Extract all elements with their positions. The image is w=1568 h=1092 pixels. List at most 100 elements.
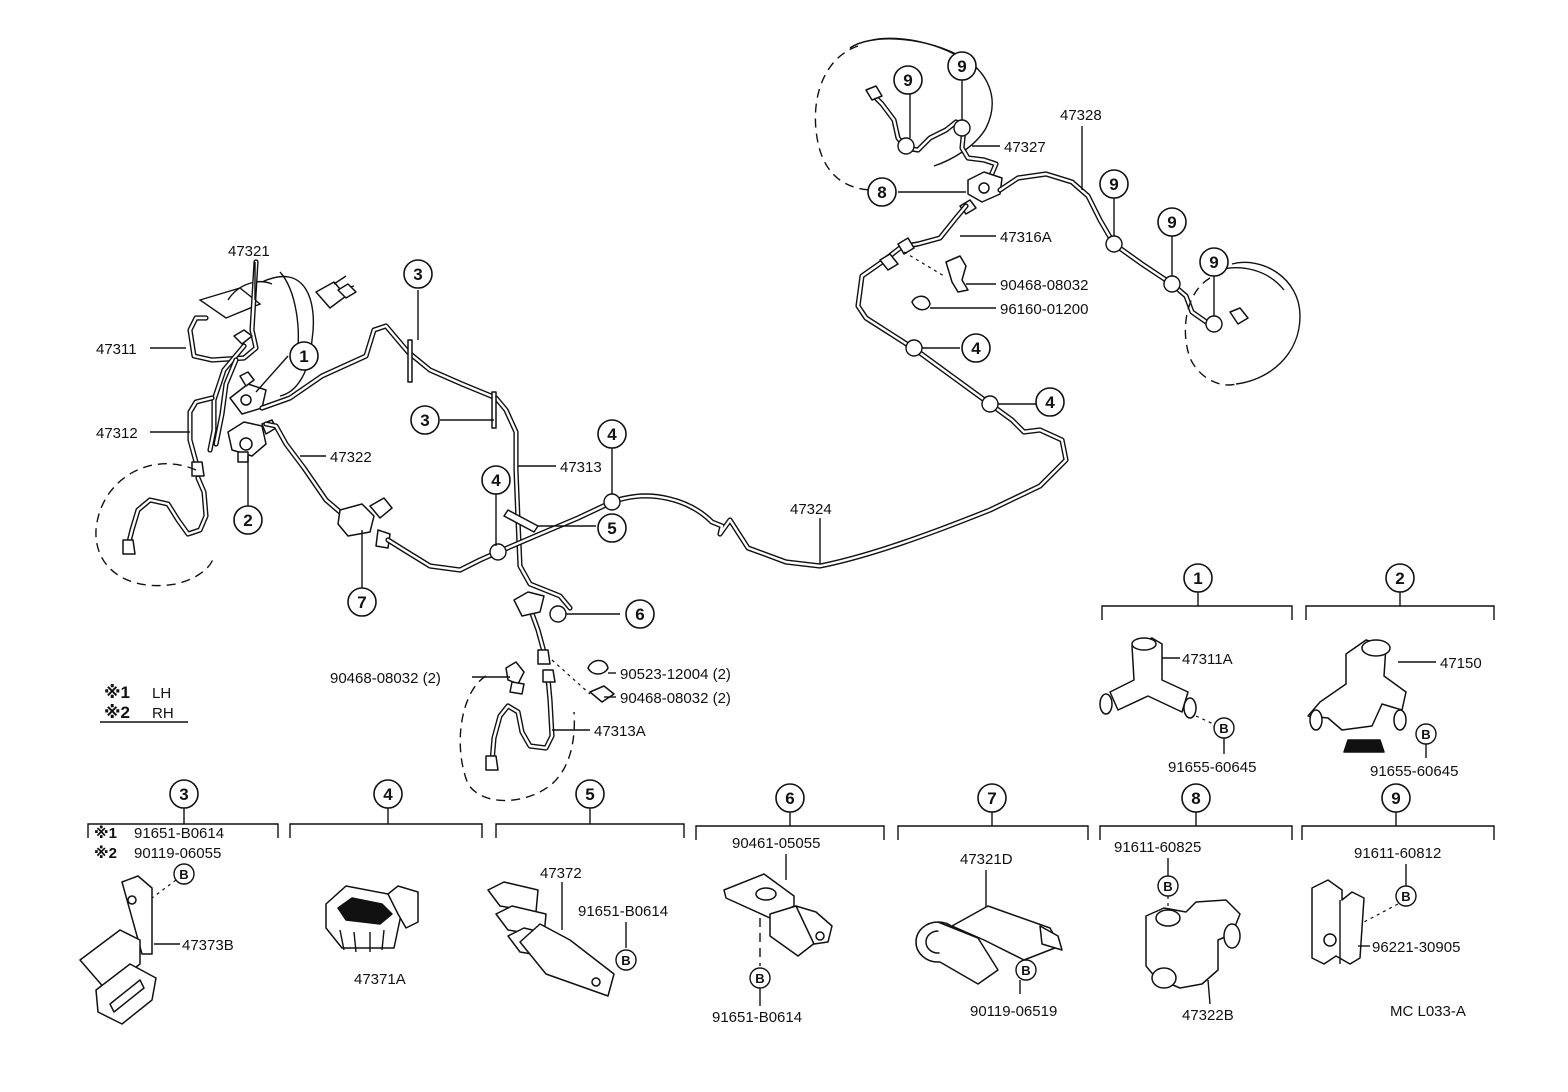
svg-text:4: 4 [383, 785, 393, 804]
callout-9a: 9 [893, 65, 923, 95]
detail-5-bolt-icon: B [615, 949, 637, 971]
callouts-main: 1 2 3 3 4 4 5 6 7 4 4 8 9 9 9 9 9 [233, 51, 1229, 629]
detail-1-bolt-part: 91655-60645 [1168, 759, 1256, 776]
svg-text:B: B [179, 867, 188, 882]
legend-lh: LH [152, 685, 171, 702]
callout-9c: 9 [1099, 169, 1129, 199]
svg-text:4: 4 [607, 425, 617, 444]
callout-8: 8 [867, 177, 897, 207]
detail-2: 2 47150 B 91655-60645 [1305, 563, 1495, 780]
detail-4: 4 47371A [289, 779, 483, 988]
callout-9e: 9 [1199, 247, 1229, 277]
clip-set-front-right [505, 659, 615, 703]
svg-text:2: 2 [1395, 569, 1404, 588]
svg-text:7: 7 [357, 593, 366, 612]
detail-2-bolt-icon: B [1415, 723, 1437, 745]
label-47322: 47322 [330, 449, 372, 466]
detail-5-part: 47372 [540, 865, 582, 882]
label-90523-12004-2: 90523-12004 (2) [620, 666, 731, 683]
leader-lines [150, 80, 1215, 731]
node-clip-4d [981, 395, 999, 413]
brake-line-47311-47321 [187, 259, 259, 453]
front-right-brake-hose [459, 669, 576, 802]
svg-text:6: 6 [785, 789, 794, 808]
node-clip-9b [953, 119, 971, 137]
side-legend: ※1 LH ※2 RH [100, 683, 188, 723]
clip-plates-3 [407, 339, 539, 533]
callout-9b: 9 [947, 51, 977, 81]
svg-text:5: 5 [607, 519, 616, 538]
detail-2-part: 47150 [1440, 655, 1482, 672]
detail-6-callout: 6 [775, 783, 805, 813]
callout-3b: 3 [410, 405, 440, 435]
clip-90461-05055 [723, 873, 833, 957]
svg-text:4: 4 [491, 471, 501, 490]
node-clip-9c [1105, 235, 1123, 253]
clip-47371A [325, 885, 419, 953]
callout-9d: 9 [1157, 207, 1187, 237]
tee-fitting-47311A [1099, 637, 1197, 719]
node-clip-9e [1205, 315, 1223, 333]
brake-line-main-front [259, 323, 615, 611]
brake-line-47312 [187, 395, 215, 477]
clip-96221-30905 [1311, 879, 1365, 965]
legend-mark-2: ※2 [104, 703, 130, 722]
rear-right-brake-line-47328 [997, 171, 1249, 329]
svg-text:2: 2 [243, 511, 252, 530]
detail-9-callout: 9 [1381, 783, 1411, 813]
part-labels: 47321 47311 47312 47322 47313 47324 4732… [96, 107, 1102, 740]
detail-3-mark-2: ※2 [94, 844, 117, 862]
legend-mark-1: ※1 [104, 683, 130, 702]
svg-text:7: 7 [987, 789, 996, 808]
svg-text:B: B [1421, 727, 1430, 742]
svg-text:4: 4 [971, 339, 981, 358]
svg-text:9: 9 [1209, 253, 1218, 272]
label-47324: 47324 [790, 501, 832, 518]
callout-4c: 4 [961, 333, 991, 363]
detail-3-part: 47373B [182, 937, 234, 954]
label-47313: 47313 [560, 459, 602, 476]
detail-8-bolt-icon: B [1157, 875, 1179, 897]
detail-9-side-part: 96221-30905 [1372, 939, 1460, 956]
svg-text:9: 9 [1109, 175, 1118, 194]
detail-3-bolt-1: 91651-B0614 [134, 825, 224, 842]
svg-text:8: 8 [1191, 789, 1200, 808]
callout-4d: 4 [1035, 387, 1065, 417]
label-96160-01200: 96160-01200 [1000, 301, 1088, 318]
svg-text:4: 4 [1045, 393, 1055, 412]
label-90468-08032: 90468-08032 [1000, 277, 1088, 294]
svg-text:6: 6 [635, 605, 644, 624]
detail-3-callout: 3 [169, 779, 199, 809]
brake-line-47324 [609, 245, 1069, 569]
svg-text:5: 5 [585, 785, 594, 804]
label-47321: 47321 [228, 243, 270, 260]
detail-8-bolt-part: 91611-60825 [1114, 839, 1201, 856]
detail-8-part: 47322B [1182, 1007, 1234, 1024]
brake-line-47322 [263, 421, 357, 521]
rear-left-brake-line-47327 [865, 85, 999, 181]
detail-3-bolt-icon: B [173, 863, 195, 885]
detail-4-part: 47371A [354, 971, 406, 988]
callout-5: 5 [597, 513, 627, 543]
pipe-clip-nodes [489, 119, 1223, 623]
detail-9-bolt-icon: B [1395, 885, 1417, 907]
detail-7-callout: 7 [977, 783, 1007, 813]
detail-3-bolt-2: 90119-06055 [134, 845, 221, 862]
detail-1-part: 47311A [1182, 651, 1233, 668]
detail-2-callout: 2 [1385, 563, 1415, 593]
detail-7-bolt-icon: B [1015, 959, 1037, 981]
brake-booster-assembly [198, 271, 357, 397]
detail-7: 7 47321D B 90119-06519 [897, 783, 1089, 1020]
callout-4a: 4 [481, 465, 511, 495]
svg-text:9: 9 [957, 57, 966, 76]
label-90468-08032-2b: 90468-08032 (2) [620, 690, 731, 707]
detail-7-bolt-part: 90119-06519 [970, 1003, 1057, 1020]
svg-text:B: B [621, 953, 630, 968]
svg-text:B: B [1021, 963, 1030, 978]
callout-6: 6 [625, 599, 655, 629]
detail-6: 6 90461-05055 B 91651-B0614 [695, 783, 885, 1026]
detail-1-bolt-icon: B [1213, 717, 1235, 739]
label-47311: 47311 [96, 341, 137, 358]
svg-text:B: B [1219, 721, 1228, 736]
